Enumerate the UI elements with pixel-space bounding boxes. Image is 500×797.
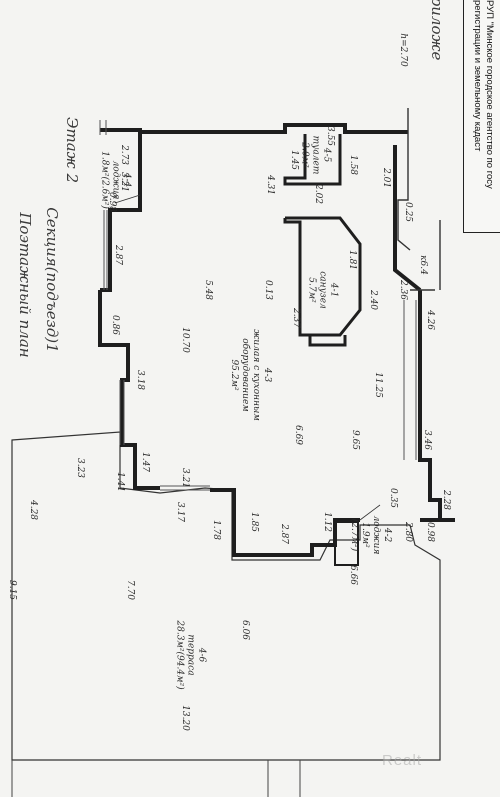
dim-label: 0.98 bbox=[425, 521, 435, 543]
dim-label: 9.65 bbox=[350, 429, 360, 451]
room-area: 2.0м² bbox=[299, 142, 310, 168]
plan-title: Поэтажный план bbox=[16, 212, 34, 358]
room-number: 4-1 bbox=[328, 282, 339, 298]
bathroom-walls bbox=[283, 216, 362, 347]
room-type: лоджия bbox=[371, 515, 381, 555]
room-area-total: (2.7м²) bbox=[349, 518, 359, 552]
dim-label: 10.70 bbox=[180, 327, 190, 353]
stamp-line-1: РУП "Минское городское агентство по госу bbox=[483, 0, 495, 189]
room-type: санузел bbox=[317, 271, 328, 309]
room-type: жилая с кухонным bbox=[251, 329, 261, 421]
appendix-label: Приложе bbox=[428, 0, 446, 61]
dim-label: 1.12 bbox=[322, 511, 332, 533]
terrace-outline bbox=[11, 431, 441, 761]
room-4-6: 4-6 терраса 28.3м²(94.4м²) bbox=[174, 620, 207, 689]
stamp-line-2: регистрации и земельному кадаст bbox=[471, 0, 483, 152]
dim-label: 1.47 bbox=[140, 451, 150, 473]
room-4-1: 4-1 санузел 5.7м² bbox=[306, 271, 339, 309]
dim-label: 2.87 bbox=[279, 523, 289, 545]
dim-label: 2.02 bbox=[313, 183, 323, 205]
dim-label: 1.58 bbox=[348, 154, 358, 176]
dim-label: 3.46 bbox=[422, 429, 432, 451]
dim-label: 6.69 bbox=[293, 424, 303, 446]
dim-label: 0.25 bbox=[403, 201, 413, 223]
dim-label: 4.31 bbox=[265, 174, 275, 196]
room-4-3: 4-3 жилая с кухонным оборудованием 95.2м… bbox=[228, 329, 272, 421]
loggia-walls bbox=[334, 521, 359, 566]
dim-label: 1.85 bbox=[249, 511, 259, 533]
toilet-walls bbox=[283, 134, 342, 186]
room-type: туалет bbox=[310, 135, 321, 175]
dim-label: 2.80 bbox=[403, 521, 413, 543]
dim-label: 0.35 bbox=[388, 487, 398, 509]
dim-label: 2.28 bbox=[441, 489, 451, 511]
dim-label: 1.45 bbox=[289, 149, 299, 171]
dim-label: 3.17 bbox=[175, 501, 185, 523]
dim-label: 3.21 bbox=[180, 467, 190, 489]
dim-label: 4.28 bbox=[28, 499, 38, 521]
dim-label: 3.55 bbox=[325, 125, 335, 147]
walls bbox=[98, 123, 455, 557]
dim-label: 2.87 bbox=[113, 244, 123, 266]
dim-label: 2.37 bbox=[291, 307, 301, 329]
dim-label: 2.40 bbox=[368, 289, 378, 311]
dim-label: 6.66 bbox=[348, 564, 358, 586]
dim-label: 2.73 bbox=[119, 144, 129, 166]
room-number: 4-6 bbox=[196, 647, 207, 663]
stamp-text: РУП "Минское городское агентство по госу… bbox=[471, 0, 495, 232]
dim-label: 3.18 bbox=[135, 369, 145, 391]
room-area: 1.9м² bbox=[360, 522, 370, 548]
dim-label: 2.01 bbox=[381, 167, 391, 189]
dim-label: 6.06 bbox=[240, 619, 250, 641]
dim-label: 9.15 bbox=[7, 579, 17, 601]
room-area: 5.7м² bbox=[306, 277, 317, 303]
room-4-2: 4-2 лоджия 1.9м² (2.7м²) bbox=[348, 516, 392, 555]
agency-stamp: РУП "Минское городское агентство по госу… bbox=[463, 0, 500, 233]
dim-label: 5.48 bbox=[203, 279, 213, 301]
dim-label: 0.86 bbox=[110, 314, 120, 336]
room-area: 28.3м²(94.4м²) bbox=[174, 620, 185, 690]
dim-label: 0.98 bbox=[107, 191, 117, 213]
dim-label: 4.26 bbox=[425, 309, 435, 331]
dim-label: 1.81 bbox=[347, 249, 357, 271]
room-type-cont: оборудованием bbox=[240, 338, 250, 412]
dim-label: 11.25 bbox=[373, 372, 383, 398]
dim-label: 7.70 bbox=[125, 579, 135, 601]
ceiling-height: h=2.70 bbox=[398, 33, 408, 67]
room-number: 4-2 bbox=[382, 527, 392, 543]
floor-label: Этаж 2 bbox=[63, 116, 81, 184]
room-area: 95.2м² bbox=[229, 359, 239, 391]
dim-label: 0.13 bbox=[263, 279, 273, 301]
dim-label: 1.78 bbox=[211, 519, 221, 541]
dim-label: 3.21 bbox=[119, 171, 129, 193]
dim-label: 3.23 bbox=[75, 457, 85, 479]
room-type: терраса bbox=[185, 634, 196, 676]
room-number: 4-3 bbox=[262, 367, 272, 383]
dim-label: 13.20 bbox=[180, 705, 190, 731]
dim-label: к6.4 bbox=[418, 255, 428, 275]
dim-label: 2.36 bbox=[398, 279, 408, 301]
watermark: Realt bbox=[382, 752, 423, 769]
dim-label: 1.41 bbox=[115, 471, 125, 493]
section-label: Секция(подъезд)1 bbox=[43, 207, 61, 353]
